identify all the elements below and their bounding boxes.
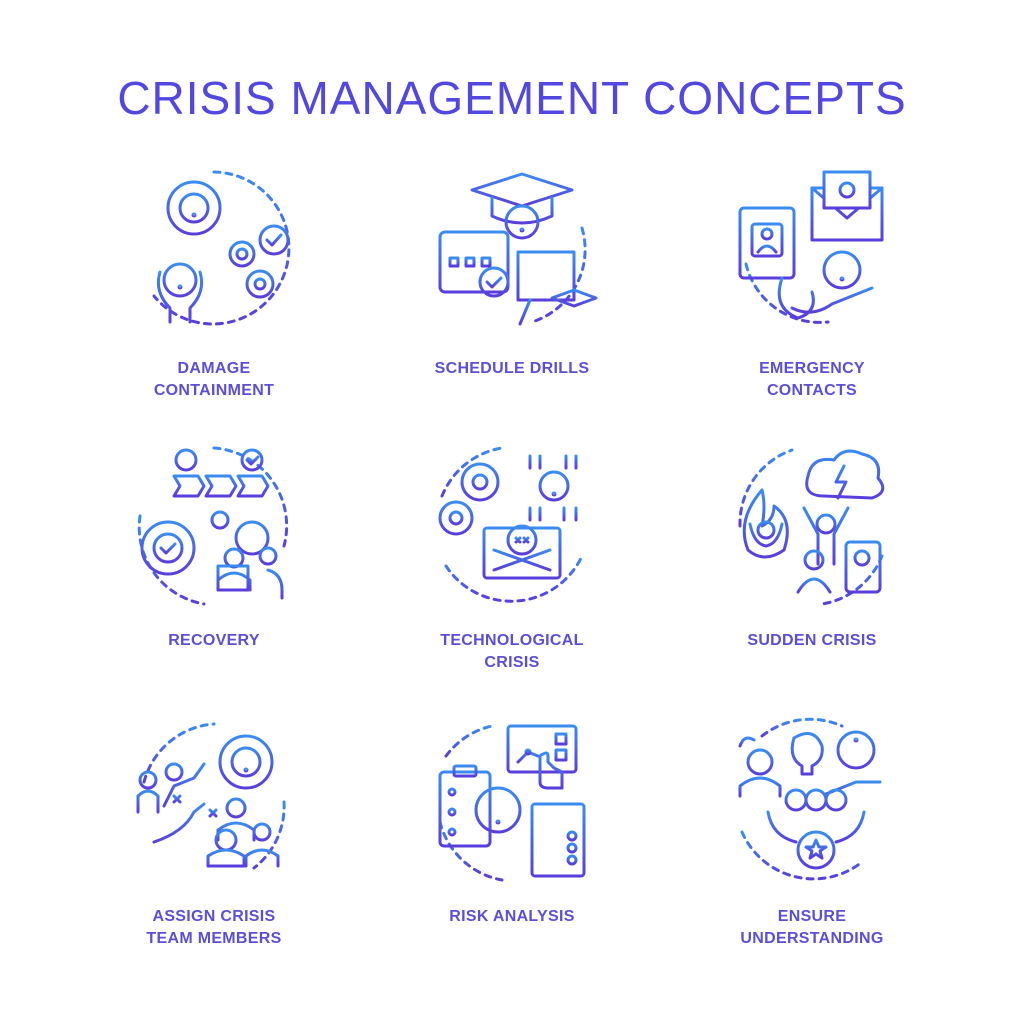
ensure-understanding-icon [732, 717, 892, 882]
schedule-drills-icon [432, 168, 598, 328]
damage-containment-icon [134, 168, 294, 328]
technological-crisis-icon [432, 446, 592, 606]
concept-label: RECOVERY [168, 632, 260, 649]
risk-analysis-icon [432, 722, 592, 882]
assign-crisis-team-icon [134, 722, 294, 882]
page-title: CRISIS MANAGEMENT CONCEPTS [117, 72, 907, 124]
concept-label: RISK ANALYSIS [449, 908, 575, 925]
concept-label: SUDDEN CRISIS [747, 632, 877, 649]
recovery-icon [134, 446, 294, 606]
concept-label: SCHEDULE DRILLS [434, 360, 590, 377]
sudden-crisis-icon [732, 446, 892, 606]
emergency-contacts-icon [732, 168, 892, 328]
